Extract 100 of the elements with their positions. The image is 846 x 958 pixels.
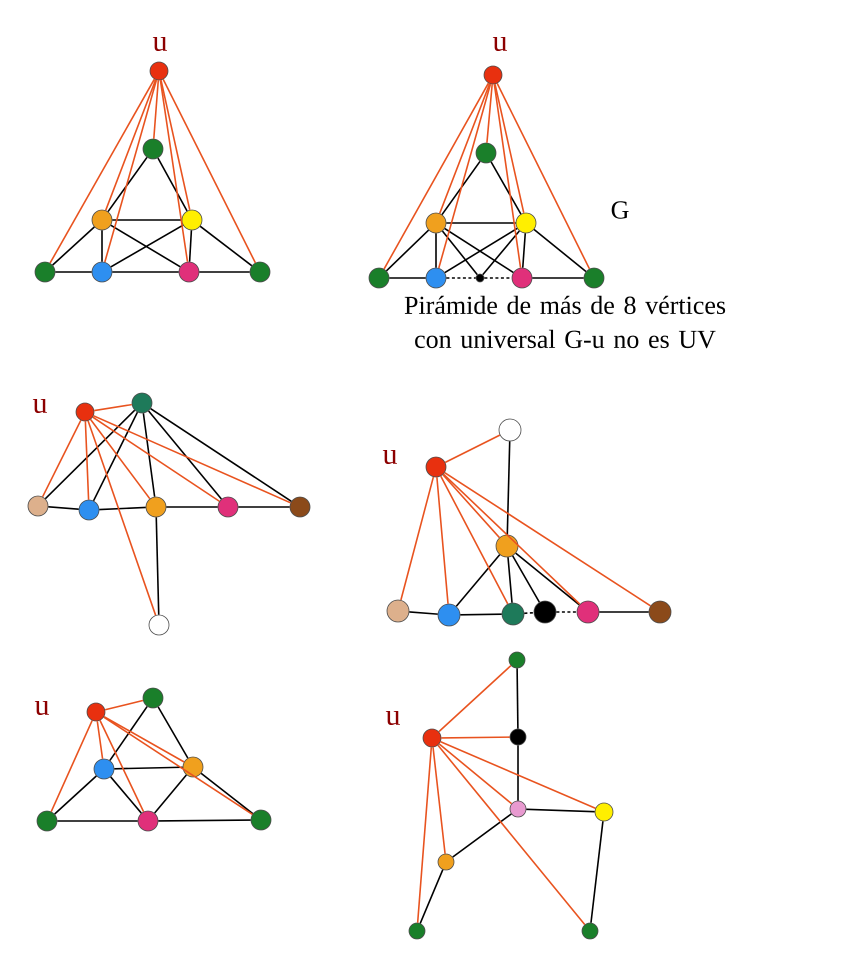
graph-edge [87,420,156,616]
graph-edge [52,226,95,266]
graph-edge [93,415,291,504]
graph-edge [55,271,92,273]
graph-edge [490,162,522,214]
graph-edge [484,277,512,279]
graph-edge [200,772,254,814]
graph-edge [104,716,184,763]
graph-edge [452,813,512,858]
graph-edge [162,79,256,264]
vertex-dot [138,810,158,832]
graph-edge [522,233,526,268]
graph-edge [441,736,510,739]
vertex-dot [178,262,200,282]
graph-edge [158,706,188,758]
graph-edge [506,441,510,535]
graph-edge [556,611,577,613]
graph-edge [57,820,138,822]
graph-edge [110,776,142,814]
graph-edge [166,506,218,508]
graph-edge [155,517,160,615]
graph-edge [112,271,179,273]
graph-edge [440,741,596,810]
graph-edge [200,226,252,266]
graph-edge [496,83,590,270]
vertex-dot [132,392,152,414]
vertex-dot [92,262,112,282]
graph-edge [153,80,160,139]
graph-edge [432,747,446,854]
graph-edge [599,611,649,613]
vertex-dot [290,496,310,518]
graph-edge [157,158,188,212]
vertex-label: u [32,398,47,414]
graph-edge [103,716,253,815]
graph-edge [90,419,150,500]
vertex-dot [476,274,484,282]
vertex-dot [148,614,170,636]
vertex-dot [426,456,446,478]
vertex-dot [502,602,524,626]
vertex-dot [78,500,100,520]
vertex-dot [146,496,166,518]
graph-edge [383,82,490,270]
graph-edge [199,271,250,273]
graph-edge [442,230,478,276]
vertex-dot [422,728,442,748]
graph-edge [109,706,148,761]
graph-edge [48,506,79,510]
graph-edge [154,774,187,814]
graph-edge [515,552,580,606]
vertex-dot [476,142,496,164]
graph-edge [524,612,534,614]
graph-edge [409,611,438,615]
graph-edge [532,277,584,279]
graph-edge [436,477,449,604]
graph-edge [516,668,519,729]
graph-edge [386,230,430,272]
graph-edge [94,404,132,412]
vertex-dot [426,268,446,288]
vertex-dot [510,800,526,818]
graph-edge [99,506,146,510]
graph-edge [158,819,251,822]
graph-edge [54,775,97,815]
graph-edge [92,416,220,502]
vertex-dot [498,418,522,442]
graph-edge [160,80,188,262]
graph-edge [526,808,595,812]
vertex-dot [142,138,164,160]
caption-text: G [612,201,629,219]
graph-edge [507,557,513,603]
graph-edge [92,412,138,502]
vertex-dot [36,810,58,832]
graph-edge [440,476,508,604]
vertex-dot [218,496,238,518]
caption-text: Pirámide de más de 8 vértices con universal G-u no es UV [404,296,726,348]
vertex-dot [28,496,48,516]
vertex-dot [582,922,598,940]
graph-edge [494,84,525,214]
vertex-dot [508,652,526,668]
graph-edge [42,420,82,498]
vertex-dot [386,600,410,622]
graph-edge [84,421,90,500]
graph-edge [101,230,103,262]
graph-edge [446,277,476,279]
vertex-dot [142,688,164,708]
graph-edge [104,80,158,262]
graph-edge [148,410,222,500]
graph-edge [517,745,519,801]
vertex-dot [182,756,204,778]
vertex-dot [510,728,526,746]
vertex-dot [368,268,390,288]
vertex-dot [512,268,532,288]
graph-edge [439,83,490,214]
graph-edge [112,219,182,221]
graph-edge [420,869,444,924]
vertex-label: u [386,710,400,726]
graph-edge [99,720,144,812]
vertex-label: u [152,36,167,52]
graph-edge [49,78,156,264]
graph-edge [437,744,586,926]
graph-edge [104,700,144,711]
